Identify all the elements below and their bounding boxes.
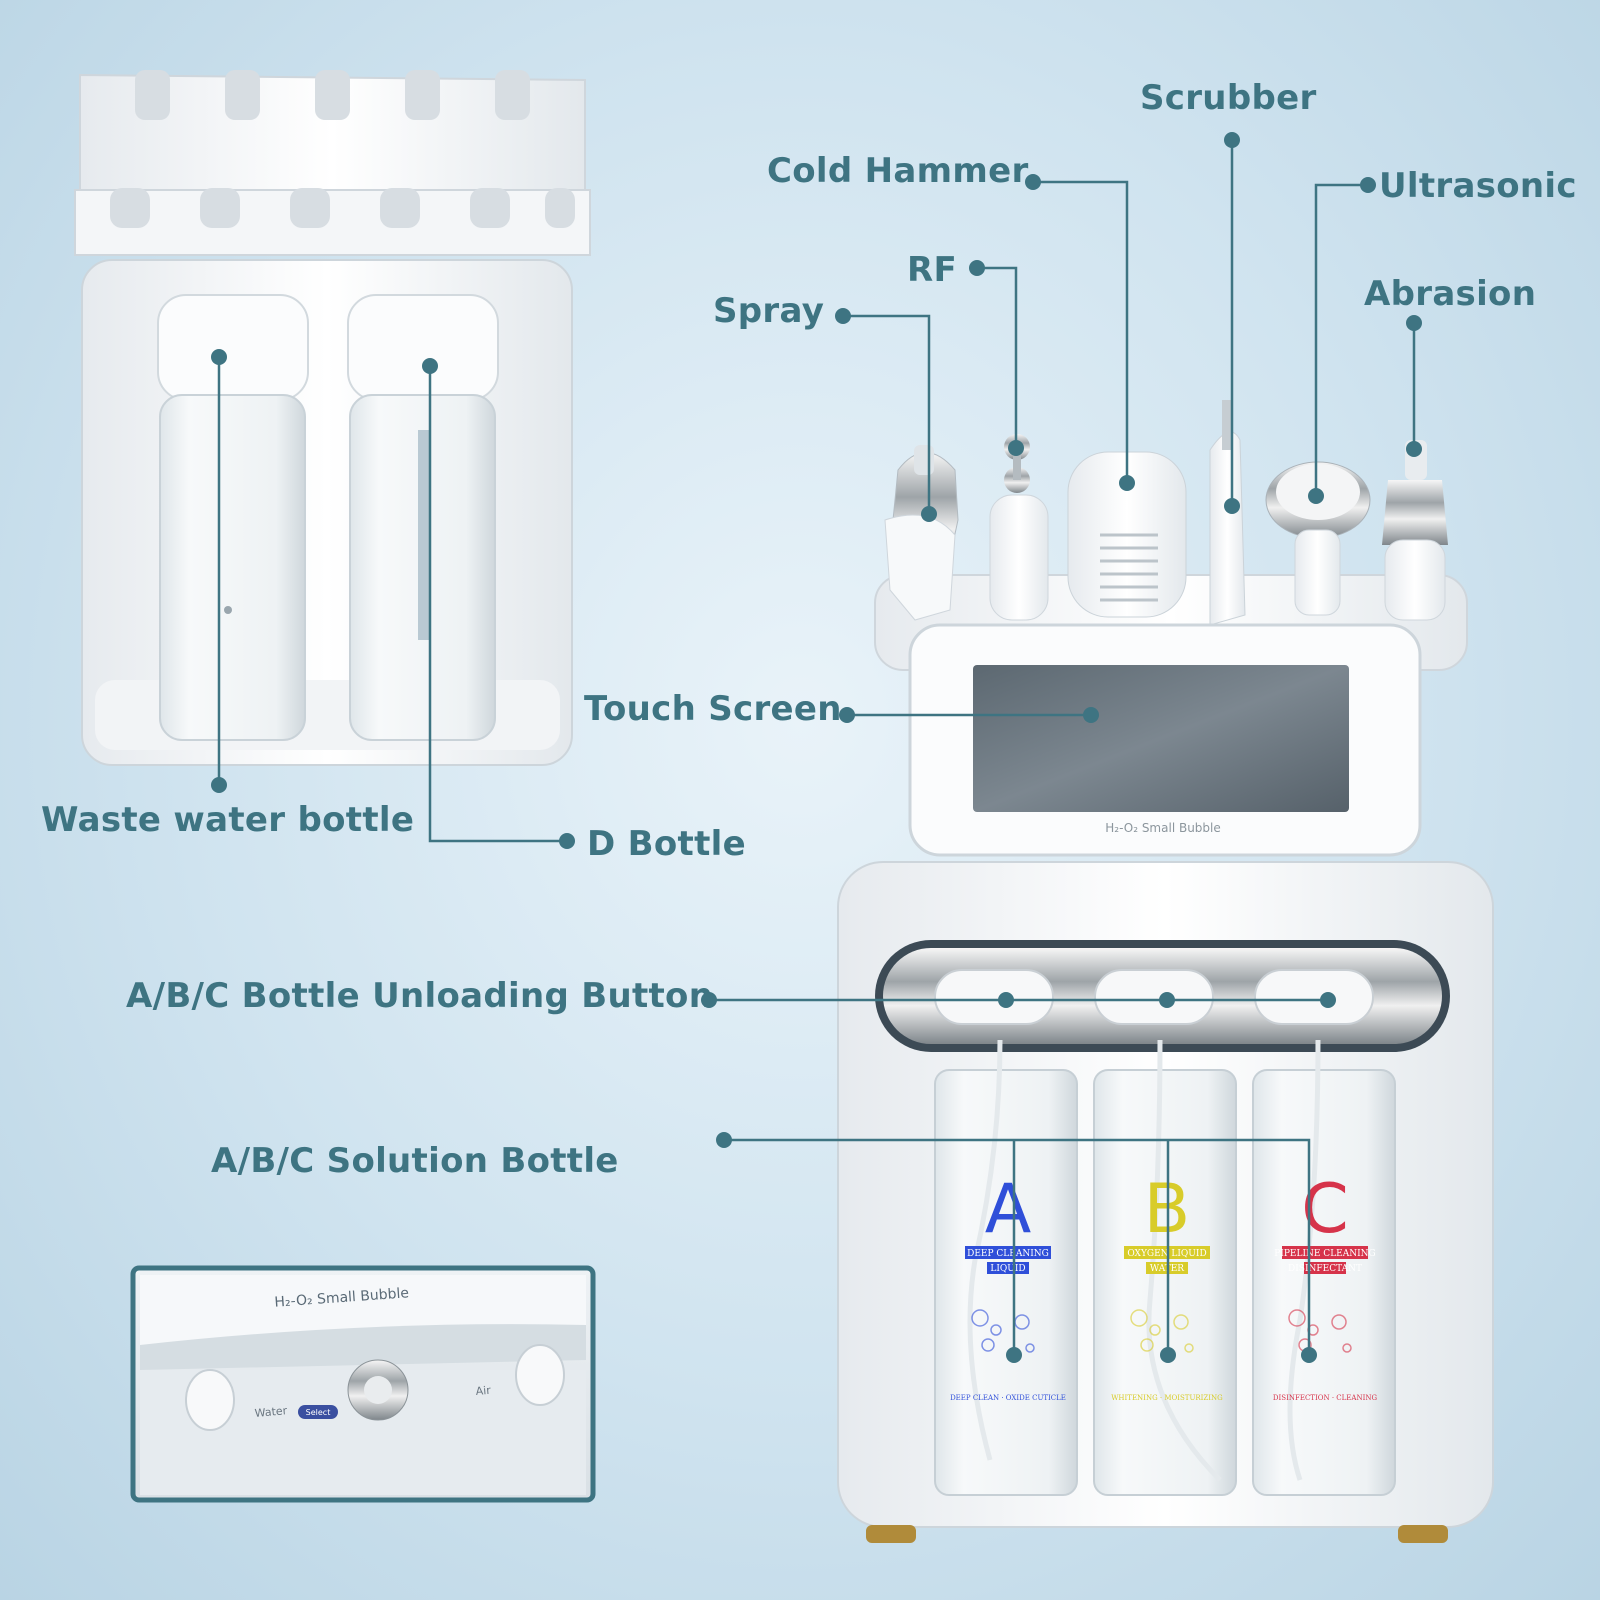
label-abrasion: Abrasion — [1364, 274, 1537, 314]
bottle-line1-a: DEEP CLEANING — [967, 1249, 1049, 1259]
back-device — [74, 70, 591, 766]
label-d-bottle: D Bottle — [587, 824, 746, 864]
abrasion-handpiece — [1382, 440, 1448, 621]
bubble-icon — [1184, 1343, 1194, 1353]
label-scrubber: Scrubber — [1140, 78, 1317, 118]
label-unloading-button: A/B/C Bottle Unloading Button — [126, 976, 714, 1016]
bubble-icon — [1331, 1314, 1347, 1330]
inset-select-label: Select — [306, 1408, 331, 1417]
label-waste-water-bottle: Waste water bottle — [41, 800, 415, 840]
bottle-line1-c: PIPELINE CLEANING — [1274, 1249, 1376, 1259]
bottle-band-2-c — [1304, 1262, 1346, 1274]
bottle-letter-a: A — [985, 1170, 1032, 1249]
rf-handpiece — [989, 434, 1049, 621]
bubble-icon — [1288, 1309, 1306, 1327]
bottle-footer-c: DISINFECTION · CLEANING — [1273, 1394, 1378, 1402]
bubble-icon — [1149, 1324, 1161, 1336]
unload-button-c[interactable] — [1254, 969, 1374, 1025]
bubble-icon — [1140, 1338, 1154, 1352]
device-brand: H₂-O₂ Small Bubble — [1105, 821, 1221, 835]
bubble-icon — [990, 1324, 1002, 1336]
bubble-icon — [1130, 1309, 1148, 1327]
unload-button-b[interactable] — [1094, 969, 1214, 1025]
bubble-icon — [1025, 1343, 1035, 1353]
inset-air-label: Air — [475, 1384, 492, 1398]
bubble-icon — [971, 1309, 989, 1327]
label-spray: Spray — [713, 291, 825, 331]
callout-dots — [211, 132, 1422, 1363]
inset-air-knob[interactable] — [515, 1344, 565, 1406]
control-panel-inset: H₂-O₂ Small Bubble Select Water Air — [130, 1265, 596, 1503]
bottle-line2-a: LIQUID — [990, 1264, 1025, 1274]
bubble-icon — [1342, 1343, 1352, 1353]
bottle-footer-b: WHITENING · MOISTURIZING — [1111, 1394, 1223, 1402]
label-rf: RF — [907, 250, 958, 290]
label-touch-screen: Touch Screen — [584, 689, 842, 729]
callout-lines — [217, 140, 1416, 1355]
label-cold-hammer: Cold Hammer — [767, 151, 1029, 191]
label-solution-bottle: A/B/C Solution Bottle — [211, 1141, 619, 1181]
solution-bottles — [934, 1039, 1396, 1496]
bottle-band-1-c — [1282, 1246, 1368, 1259]
bottle-footer-a: DEEP CLEAN · OXIDE CUTICLE — [950, 1394, 1066, 1402]
bottle-line2-c: DISINFECTANT — [1288, 1264, 1362, 1274]
spray-handpiece — [884, 445, 959, 621]
cold-hammer-handpiece — [1067, 451, 1187, 618]
bubble-icon — [1173, 1314, 1189, 1330]
label-ultrasonic: Ultrasonic — [1379, 166, 1577, 206]
bubble-icon — [981, 1338, 995, 1352]
bottle-band-2-a — [987, 1262, 1029, 1274]
inset-water-knob[interactable] — [185, 1369, 235, 1431]
inset-water-label: Water — [254, 1404, 288, 1420]
unload-button-a[interactable] — [934, 969, 1054, 1025]
bottle-band-1-a — [965, 1246, 1051, 1259]
